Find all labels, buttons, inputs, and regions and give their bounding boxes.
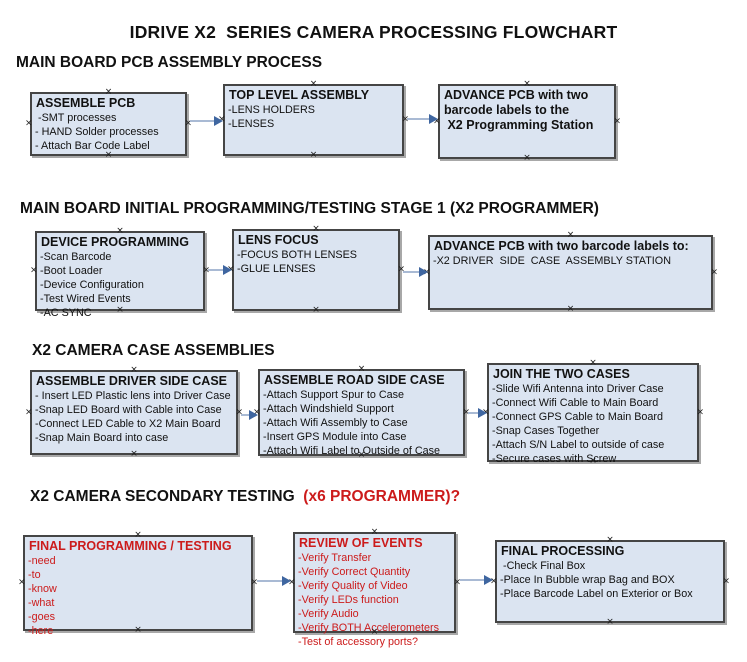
heading-red-text: (x6 PROGRAMMER)? (299, 488, 461, 505)
flow-box-assemble-driver-side-case: ASSEMBLE DRIVER SIDE CASE - Insert LED P… (25, 366, 243, 459)
section-heading-initial-programming: MAIN BOARD INITIAL PROGRAMMING/TESTING S… (20, 200, 599, 218)
box-items: - Insert LED Plastic lens into Driver Ca… (35, 390, 231, 444)
connection-point-icon: × (312, 305, 320, 315)
flow-box-device-programming: DEVICE PROGRAMMING -Scan Barcode -Boot L… (30, 227, 210, 320)
connection-point-icon: × (401, 114, 409, 125)
connection-point-icon: × (370, 627, 379, 637)
box-title: DEVICE PROGRAMMING (41, 235, 189, 249)
box-title: ADVANCE PCB with two barcode labels to: (434, 239, 689, 253)
connection-point-icon: × (130, 449, 138, 459)
box-title: ASSEMBLE PCB (36, 96, 136, 110)
connection-point-icon: × (104, 150, 113, 160)
connection-point-icon: × (710, 267, 718, 277)
connection-point-icon: × (462, 407, 470, 417)
connection-point-icon: × (104, 87, 113, 97)
connection-point-icon: × (589, 456, 597, 466)
connection-point-icon: × (134, 530, 142, 540)
box-items: -Scan Barcode -Boot Loader -Device Confi… (40, 251, 144, 319)
flow-box-lens-focus: LENS FOCUS -FOCUS BOTH LENSES -GLUE LENS… (227, 225, 405, 315)
flow-arrow (407, 114, 438, 124)
heading-text: X2 CAMERA SECONDARY TESTING (30, 488, 299, 505)
connection-point-icon: × (566, 230, 575, 240)
box-title: ASSEMBLE DRIVER SIDE CASE (36, 374, 228, 388)
heading-text: MAIN BOARD INITIAL PROGRAMMING/TESTING S… (20, 200, 599, 217)
section-heading-secondary-testing: X2 CAMERA SECONDARY TESTING (x6 PROGRAMM… (30, 488, 460, 506)
flow-arrow (403, 267, 428, 277)
box-items: -FOCUS BOTH LENSES -GLUE LENSES (237, 249, 357, 275)
connection-point-icon: × (370, 527, 379, 537)
flow-box-final-processing: FINAL PROCESSING -Check Final Box -Place… (490, 536, 730, 627)
connection-point-icon: × (523, 79, 531, 89)
connection-point-icon: × (116, 226, 124, 236)
flow-box-assemble-road-side-case: ASSEMBLE ROAD SIDE CASE -Attach Support … (253, 365, 470, 460)
connection-point-icon: × (566, 304, 575, 314)
heading-text: MAIN BOARD PCB ASSEMBLY PROCESS (16, 54, 323, 71)
connection-point-icon: × (288, 577, 296, 587)
flow-arrow (460, 575, 493, 585)
connection-point-icon: × (184, 118, 192, 129)
box-title: ASSEMBLE ROAD SIDE CASE (264, 373, 445, 387)
box-title: JOIN THE TWO CASES (493, 367, 630, 381)
flow-box-final-programming-testing: FINAL PROGRAMMING / TESTING -need -to -k… (18, 531, 258, 638)
box-items: -Verify Transfer -Verify Correct Quantit… (298, 552, 439, 648)
flow-arrow (241, 410, 258, 420)
flow-box-top-level-assembly: TOP LEVEL ASSEMBLY -LENS HOLDERS -LENSES… (218, 80, 409, 160)
box-title: FINAL PROGRAMMING / TESTING (29, 539, 232, 553)
connection-point-icon: × (309, 79, 318, 89)
flow-arrow (208, 265, 232, 275)
box-items: -need -to -know -what -goes -here (28, 555, 57, 637)
connection-point-icon: × (613, 116, 621, 126)
connection-point-icon: × (116, 305, 124, 315)
flow-arrow (190, 116, 223, 126)
box-items: -Attach Support Spur to Case -Attach Win… (263, 389, 441, 457)
connection-point-icon: × (25, 118, 33, 129)
heading-text: X2 CAMERA CASE ASSEMBLIES (32, 342, 275, 359)
box-title: FINAL PROCESSING (501, 544, 625, 558)
connection-point-icon: × (30, 265, 38, 276)
box-items: -Check Final Box -Place In Bubble wrap B… (500, 560, 693, 600)
flow-box-advance-pcb-programming-station: ADVANCE PCB with two barcode labels to t… (433, 80, 621, 163)
connection-point-icon: × (606, 617, 614, 627)
flow-arrow (468, 408, 487, 418)
connection-point-icon: × (202, 265, 210, 276)
connection-point-icon: × (312, 224, 320, 234)
box-title: REVIEW OF EVENTS (299, 536, 423, 550)
connection-point-icon: × (250, 577, 258, 588)
box-title: ADVANCE PCB with two barcode labels to t… (444, 88, 594, 132)
connection-point-icon: × (722, 576, 730, 586)
connection-point-icon: × (134, 625, 142, 635)
section-heading-pcb-assembly: MAIN BOARD PCB ASSEMBLY PROCESS (16, 54, 322, 72)
connection-point-icon: × (235, 407, 243, 417)
connection-point-icon: × (18, 577, 26, 588)
flow-box-join-the-two-cases: JOIN THE TWO CASES -Slide Wifi Antenna i… (482, 359, 704, 466)
box-title: TOP LEVEL ASSEMBLY (229, 88, 370, 102)
flow-box-advance-pcb-driver-side: ADVANCE PCB with two barcode labels to: … (423, 231, 718, 314)
connection-point-icon: × (606, 535, 614, 545)
flow-box-review-of-events: REVIEW OF EVENTS -Verify Transfer -Verif… (288, 528, 461, 649)
connection-point-icon: × (357, 450, 366, 460)
box-items: -X2 DRIVER SIDE CASE ASSEMBLY STATION (433, 255, 671, 267)
section-heading-case-assemblies: X2 CAMERA CASE ASSEMBLIES (32, 342, 275, 360)
page-title: IDRIVE X2 SERIES CAMERA PROCESSING FLOWC… (129, 22, 618, 42)
connection-point-icon: × (25, 407, 33, 417)
box-items: -Slide Wifi Antenna into Driver Case -Co… (492, 383, 665, 465)
connection-point-icon: × (130, 365, 138, 375)
connection-point-icon: × (523, 153, 531, 163)
connection-point-icon: × (309, 150, 318, 160)
box-items: -SMT processes - HAND Solder processes -… (35, 112, 159, 152)
box-title: LENS FOCUS (238, 233, 319, 247)
connection-point-icon: × (589, 358, 597, 368)
connection-point-icon: × (397, 264, 405, 275)
connection-point-icon: × (696, 407, 704, 417)
box-items: -LENS HOLDERS -LENSES (228, 104, 315, 130)
flow-arrow (257, 576, 291, 586)
connection-point-icon: × (490, 576, 498, 586)
connection-point-icon: × (357, 364, 366, 374)
connection-point-icon: × (453, 577, 461, 587)
flow-box-assemble-pcb: ASSEMBLE PCB -SMT processes - HAND Solde… (25, 88, 192, 160)
